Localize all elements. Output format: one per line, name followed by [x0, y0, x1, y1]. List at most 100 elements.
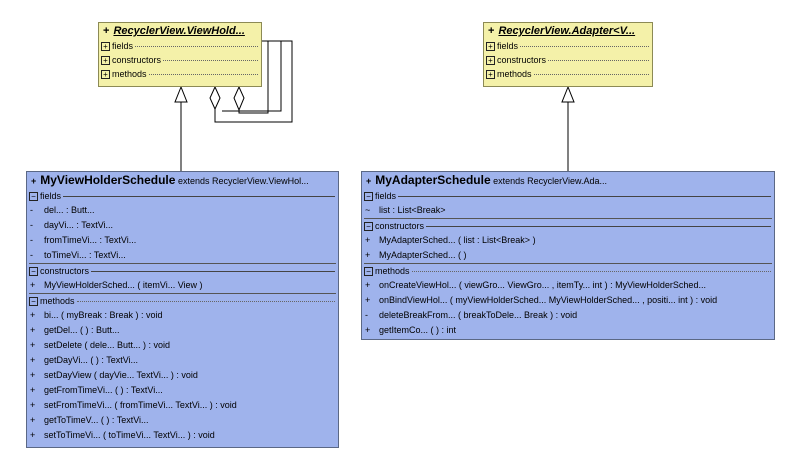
visibility-marker: +: [30, 355, 36, 365]
constructor-row[interactable]: +MyAdapterSched... ( list : List<Break> …: [362, 233, 774, 248]
collapse-minus-icon[interactable]: −: [29, 296, 38, 306]
section-divider: [411, 270, 771, 272]
method-text: bi... ( myBreak : Break ) : void: [44, 310, 163, 320]
class-header: +RecyclerView.ViewHold...: [99, 23, 261, 39]
collapse-minus-icon[interactable]: −: [364, 266, 373, 276]
visibility-marker: -: [30, 235, 33, 245]
field-row[interactable]: ~list : List<Break>: [362, 203, 774, 218]
field-row[interactable]: -del... : Butt...: [27, 203, 338, 218]
method-row[interactable]: + bi... ( myBreak : Break ) : void: [27, 308, 338, 323]
method-row[interactable]: +onBindViewHol... ( myViewHolderSched...…: [362, 293, 774, 308]
constructors-section-toggle[interactable]: −constructors: [27, 264, 338, 278]
section-label: constructors: [375, 221, 425, 231]
section-label: methods: [112, 69, 147, 79]
method-row[interactable]: + setDelete ( dele... Butt... ) : void: [27, 338, 338, 353]
collapse-minus-icon[interactable]: −: [364, 191, 373, 201]
visibility-marker: +: [488, 25, 495, 37]
section-separator: [29, 293, 336, 294]
aggregation-diamond-left: [209, 85, 221, 111]
method-text: getDel... ( ) : Butt...: [44, 325, 120, 335]
section-label: fields: [112, 41, 134, 51]
method-row[interactable]: + getToTimeV... ( ) : TextVi...: [27, 413, 338, 428]
visibility-marker: +: [30, 400, 36, 410]
method-text: setDelete ( dele... Butt... ) : void: [44, 340, 171, 350]
aggregation-diamond-right: [233, 85, 245, 112]
field-row[interactable]: - dayVi... : TextVi...: [27, 218, 338, 233]
field-text: list : List<Break>: [379, 205, 446, 215]
method-text: setFromTimeVi... ( fromTimeVi... TextVi.…: [44, 400, 237, 410]
field-text: dayVi... : TextVi...: [44, 220, 114, 230]
class-title: RecyclerView.Adapter<V...: [498, 25, 636, 37]
section-label: fields: [375, 191, 397, 201]
section-label: fields: [497, 41, 519, 51]
method-row[interactable]: +getItemCo... ( ) : int: [362, 323, 774, 338]
section-label: constructors: [497, 55, 547, 65]
section-label: methods: [497, 69, 532, 79]
visibility-marker: -: [365, 310, 368, 320]
visibility-marker: +: [30, 280, 36, 290]
expand-plus-icon[interactable]: +: [486, 55, 495, 65]
section-label: constructors: [112, 55, 162, 65]
method-row[interactable]: +getDel... ( ) : Butt...: [27, 323, 338, 338]
constructor-row[interactable]: +MyViewHolderSched... ( itemVi... View ): [27, 278, 338, 293]
class-box-myviewholderschedule[interactable]: +MyViewHolderSchedule extends RecyclerVi…: [26, 171, 339, 448]
fields-section-toggle[interactable]: −fields: [27, 189, 338, 203]
constructors-section-toggle[interactable]: +constructors: [99, 53, 261, 67]
expand-plus-icon[interactable]: +: [101, 69, 110, 79]
visibility-marker: +: [30, 415, 36, 425]
visibility-marker: +: [103, 25, 110, 37]
method-text: getToTimeV... ( ) : TextVi...: [44, 415, 149, 425]
collapse-minus-icon[interactable]: −: [29, 266, 38, 276]
expand-plus-icon[interactable]: +: [101, 41, 110, 51]
constructor-row[interactable]: +MyAdapterSched... ( ): [362, 248, 774, 263]
method-row[interactable]: +onCreateViewHol... ( viewGro... ViewGro…: [362, 278, 774, 293]
section-divider: [63, 195, 335, 197]
method-row[interactable]: - deleteBreakFrom... ( breakToDele... Bre…: [362, 308, 774, 323]
methods-section-toggle[interactable]: +methods: [484, 67, 652, 81]
methods-section-toggle[interactable]: −methods: [27, 294, 338, 308]
section-divider: [148, 73, 258, 75]
constructors-section-toggle[interactable]: +constructors: [484, 53, 652, 67]
visibility-marker: +: [30, 340, 36, 350]
fields-section-toggle[interactable]: +fields: [99, 39, 261, 53]
constructors-section-toggle[interactable]: −constructors: [362, 219, 774, 233]
method-row[interactable]: +getFromTimeVi... ( ) : TextVi...: [27, 383, 338, 398]
section-separator: [29, 263, 336, 264]
section-label: methods: [375, 266, 410, 276]
expand-plus-icon[interactable]: +: [486, 69, 495, 79]
section-divider: [135, 45, 258, 47]
class-box-recyclerview-adapter[interactable]: +RecyclerView.Adapter<V... +fields +cons…: [483, 22, 653, 87]
methods-section-toggle[interactable]: +methods: [99, 67, 261, 81]
method-text: deleteBreakFrom... ( breakToDele... Brea…: [379, 310, 578, 320]
method-text: getFromTimeVi... ( ) : TextVi...: [44, 385, 163, 395]
expand-plus-icon[interactable]: +: [101, 55, 110, 65]
class-box-myadapterschedule[interactable]: +MyAdapterSchedule extends RecyclerView.…: [361, 171, 775, 340]
collapse-minus-icon[interactable]: −: [29, 191, 38, 201]
field-text: del... : Butt...: [44, 205, 95, 215]
method-text: onCreateViewHol... ( viewGro... ViewGro.…: [379, 280, 706, 290]
visibility-marker: +: [365, 295, 371, 305]
method-row[interactable]: + setFromTimeVi... ( fromTimeVi... TextVi…: [27, 398, 338, 413]
class-header: +RecyclerView.Adapter<V...: [484, 23, 652, 39]
method-text: getItemCo... ( ) : int: [379, 325, 457, 335]
visibility-marker: +: [31, 176, 37, 186]
class-box-recyclerview-viewholder[interactable]: +RecyclerView.ViewHold... +fields +const…: [98, 22, 262, 87]
field-row[interactable]: -toTimeVi... : TextVi...: [27, 248, 338, 263]
class-name: MyAdapterSchedule: [375, 173, 491, 187]
section-label: constructors: [40, 266, 90, 276]
visibility-marker: +: [365, 250, 371, 260]
field-row[interactable]: -fromTimeVi... : TextVi...: [27, 233, 338, 248]
class-header: +MyViewHolderSchedule extends RecyclerVi…: [27, 172, 338, 189]
method-row[interactable]: +setDayView ( dayVie... TextVi... ) : vo…: [27, 368, 338, 383]
visibility-marker: +: [30, 370, 36, 380]
method-row[interactable]: +getDayVi... ( ) : TextVi...: [27, 353, 338, 368]
collapse-minus-icon[interactable]: −: [364, 221, 373, 231]
fields-section-toggle[interactable]: +fields: [484, 39, 652, 53]
fields-section-toggle[interactable]: −fields: [362, 189, 774, 203]
field-text: toTimeVi... : TextVi...: [44, 250, 126, 260]
method-row[interactable]: +setToTimeVi... ( toTimeVi... TextVi... …: [27, 428, 338, 443]
methods-section-toggle[interactable]: −methods: [362, 264, 774, 278]
visibility-marker: -: [30, 220, 33, 230]
expand-plus-icon[interactable]: +: [486, 41, 495, 51]
visibility-marker: +: [30, 310, 36, 320]
